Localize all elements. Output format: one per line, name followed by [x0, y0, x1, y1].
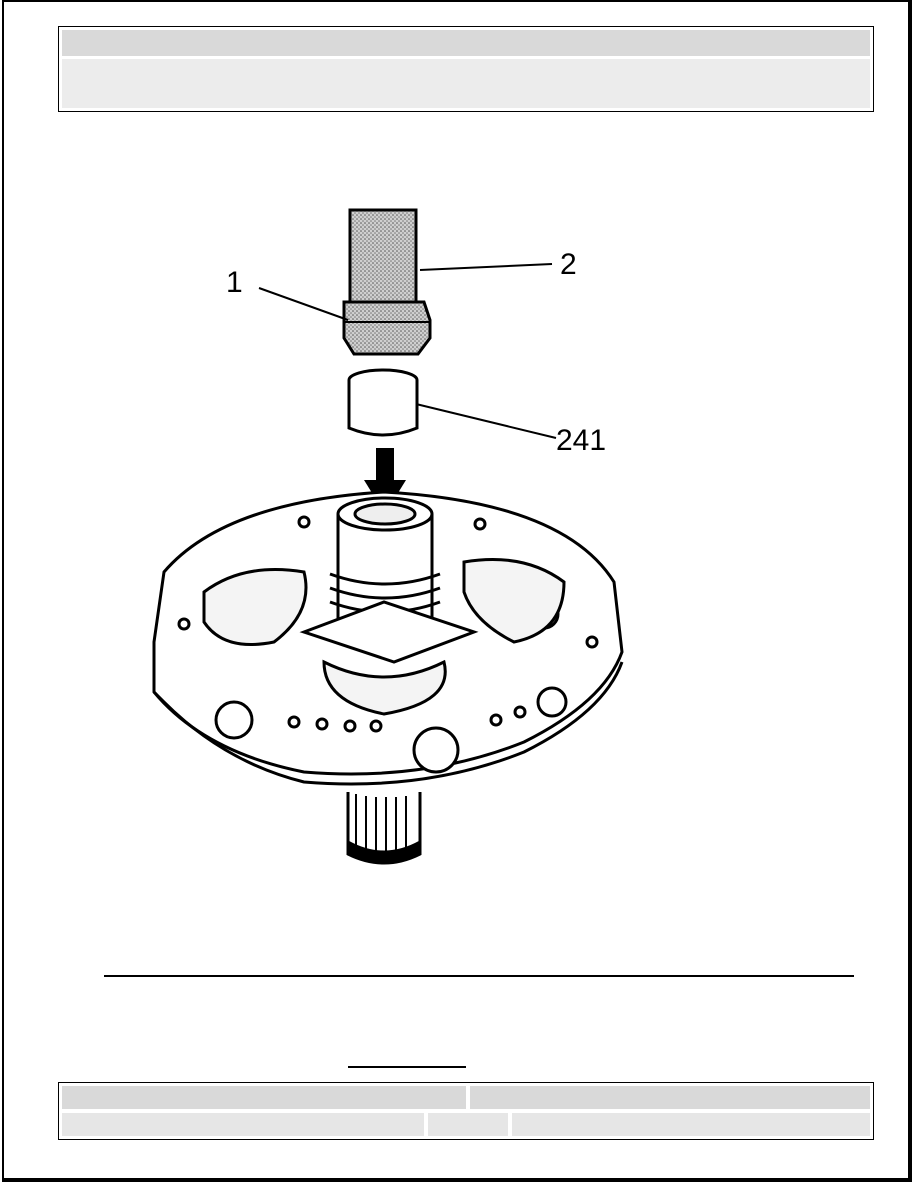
footer-cell-bottom-right [512, 1113, 870, 1136]
footer-table [58, 1082, 874, 1140]
footer-cell-top-right [470, 1086, 870, 1109]
pump-bushing-illustration [152, 208, 624, 865]
footer-cell-bottom-left [62, 1113, 424, 1136]
header-title-bar [62, 30, 870, 56]
installer-tool [342, 208, 432, 356]
horizontal-rule [104, 975, 854, 977]
pump-body [152, 490, 624, 865]
header-table [58, 26, 874, 112]
leader-lines [258, 263, 557, 439]
footer-cell-bottom-middle [428, 1113, 508, 1136]
footer-cell-top-left [62, 1086, 466, 1109]
callout-1: 1 [226, 266, 243, 299]
callout-2: 2 [560, 248, 577, 281]
link-underline[interactable] [348, 1066, 466, 1068]
callout-241: 241 [556, 424, 607, 457]
header-subtitle-bar [62, 59, 870, 108]
bushing [347, 368, 419, 437]
